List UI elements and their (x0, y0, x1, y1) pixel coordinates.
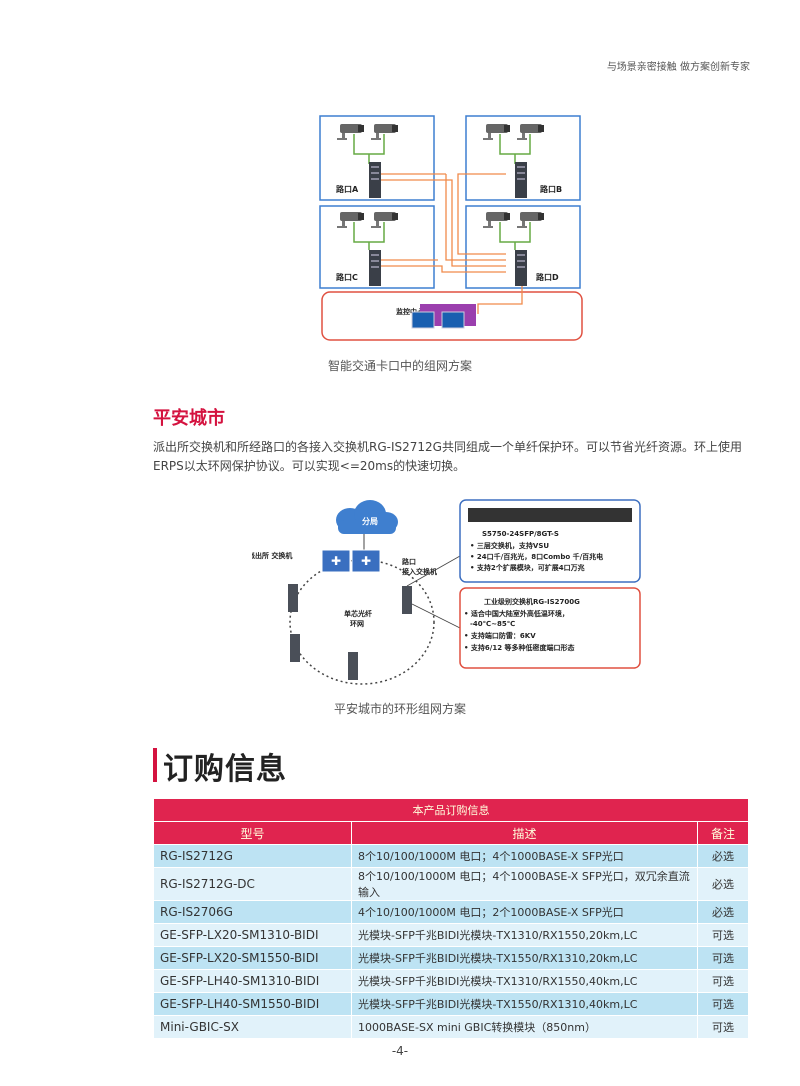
order-table-title: 本产品订购信息 (153, 798, 749, 822)
box2-bullet-1b: -40℃~85℃ (470, 620, 515, 628)
label-access-2: 接入交换机 (402, 567, 437, 576)
header-desc: 描述 (351, 821, 698, 845)
cloud-icon (336, 500, 398, 534)
order-title: 订购信息 (163, 752, 287, 787)
label-access-1: 路口 (402, 557, 416, 566)
header-model: 型号 (153, 821, 352, 845)
is2700g-info-box (459, 587, 641, 669)
header-tagline: 与场景亲密接触 做方案创新专家 (606, 62, 750, 73)
section-paragraph: 派出所交换机和所经路口的各接入交换机RG-IS2712G共同组成一个单纤保护环。… (153, 440, 742, 473)
box2-bullet-2: • 支持端口防雷：6KV (464, 631, 536, 640)
header-note: 备注 (697, 821, 749, 845)
cloud-label: 分局 (362, 516, 378, 526)
label-intersection-c: 路口C (336, 272, 358, 282)
order-title-accent (153, 748, 157, 782)
label-intersection-d: 路口D (536, 272, 559, 282)
label-ring-1: 单芯光纤 (344, 609, 372, 618)
diagram1-caption: 智能交通卡口中的组网方案 (327, 359, 472, 373)
box2-bullet-3: • 支持6/12 等多种低密度端口形态 (464, 643, 575, 652)
label-intersection-b: 路口B (540, 184, 562, 194)
box1-bullet-1: • 三层交换机，支持VSU (470, 541, 549, 550)
label-police-switch: 派出所 交换机 (252, 551, 292, 560)
box2-bullet-1: • 适合中国大陆室外高低温环境， (464, 609, 569, 618)
box1-bullet-3: • 支持2个扩展模块，可扩展4口万兆 (470, 563, 585, 572)
box1-bullet-2: • 24口千/百兆光，8口Combo 千/百兆电 (470, 552, 603, 561)
traffic-network-diagram: 路口A 路口B 路口C 路口D 监控中心 (319, 115, 583, 341)
label-monitor-center: 监控中心 (396, 307, 424, 316)
page-number: -4- (391, 1044, 409, 1058)
diagram2-caption: 平安城市的环形组网方案 (333, 702, 466, 716)
svg-text:✚: ✚ (331, 554, 341, 568)
ring-network-diagram: 分局 ✚ ✚ 派出所 交换机 路口 接入交换机 单芯光纤 环网 S5750-24… (252, 499, 641, 685)
section-title: 平安城市 (153, 408, 225, 429)
box1-title: S5750-24SFP/8GT-S (482, 530, 559, 538)
label-intersection-a: 路口A (336, 184, 359, 194)
svg-text:✚: ✚ (361, 554, 371, 568)
label-ring-2: 环网 (350, 620, 364, 628)
box2-title: 工业级别交换机RG-IS2700G (484, 597, 580, 606)
